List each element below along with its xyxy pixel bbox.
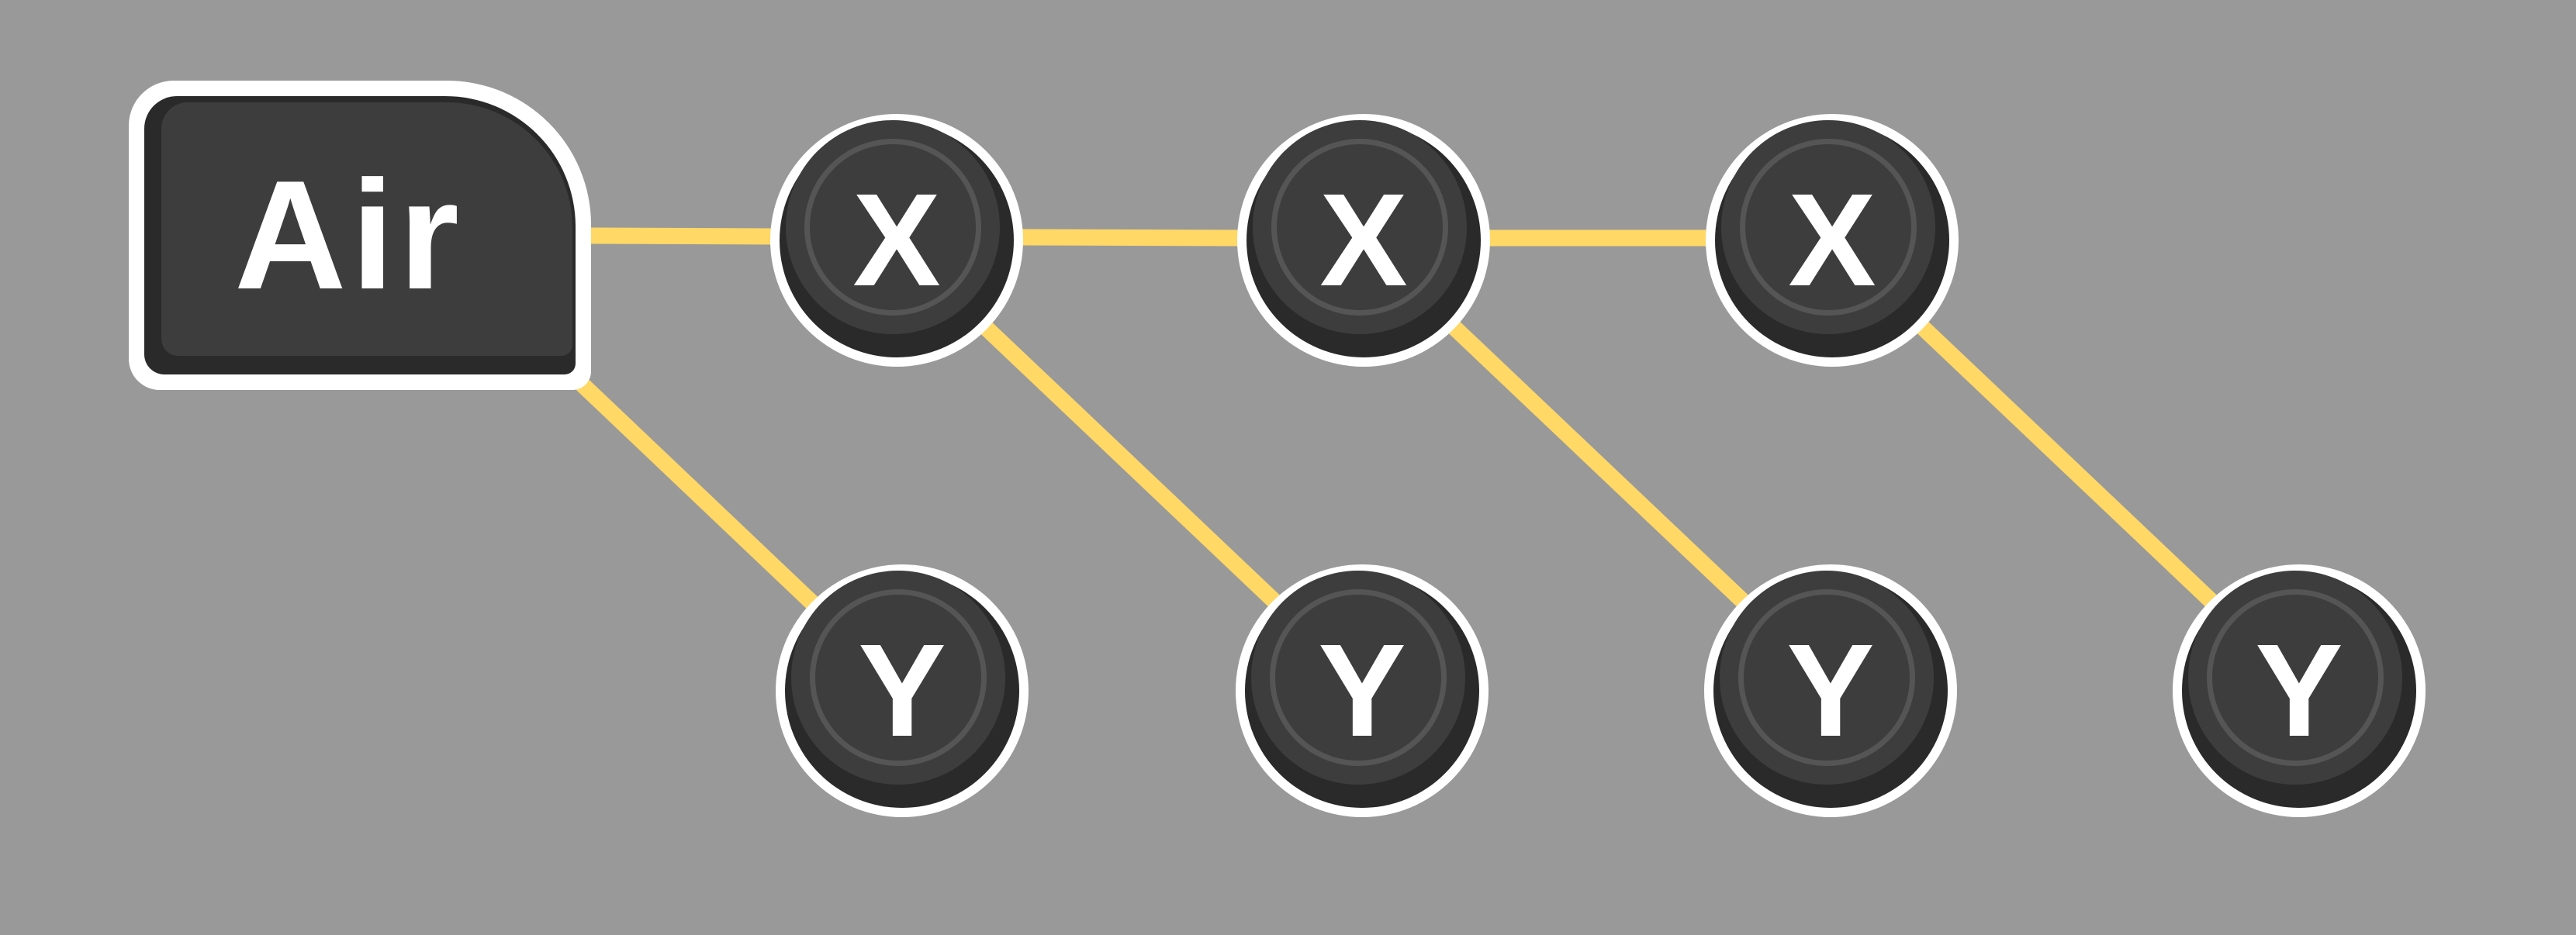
y-button-node-1-face [791,571,1005,785]
x-button-node-2-face [1253,120,1467,334]
air-node-face [161,102,572,356]
link-x2-y3 [1441,315,1756,614]
x-button-icon: X [852,167,941,314]
x-button-node-1-face [786,120,1000,334]
y-button-node-3-face [1720,571,1934,785]
y-button-icon: Y [858,617,946,764]
y-button-icon: Y [1786,617,1875,764]
x-button-node-3[interactable]: X [1706,114,1959,367]
y-button-node-2[interactable]: Y [1236,564,1489,817]
link-x3-y4 [1910,315,2225,614]
air-input-node[interactable]: Air [129,81,591,390]
x-button-node-3-face [1721,120,1935,334]
air-node-rim [144,96,576,374]
x-button-node-1[interactable]: X [770,114,1023,367]
y-button-icon: Y [2255,617,2343,764]
x-button-icon: X [1319,167,1408,314]
x-button-node-2[interactable]: X [1237,114,1490,367]
link-air-y1 [565,367,825,616]
y-button-node-3[interactable]: Y [1704,564,1957,817]
y-button-icon: Y [1318,617,1406,764]
x-button-node-2-dish [1271,139,1448,316]
y-button-node-1[interactable]: Y [776,564,1029,817]
x-button-icon: X [1788,167,1876,314]
y-button-node-3-dish [1738,589,1915,766]
air-node-label: Air [234,148,464,322]
y-button-node-4-dish [2207,589,2384,766]
x-button-node-3-dish [1740,139,1917,316]
x-button-node-1-dish [804,139,981,316]
y-button-node-4-face [2188,571,2402,785]
link-x1-x2 [1022,229,1243,247]
y-button-node-2-face [1251,571,1465,785]
link-x1-y2 [973,315,1288,614]
y-button-node-2-dish [1270,589,1447,766]
y-button-node-1-dish [810,589,987,766]
y-button-node-4[interactable]: Y [2173,564,2426,817]
